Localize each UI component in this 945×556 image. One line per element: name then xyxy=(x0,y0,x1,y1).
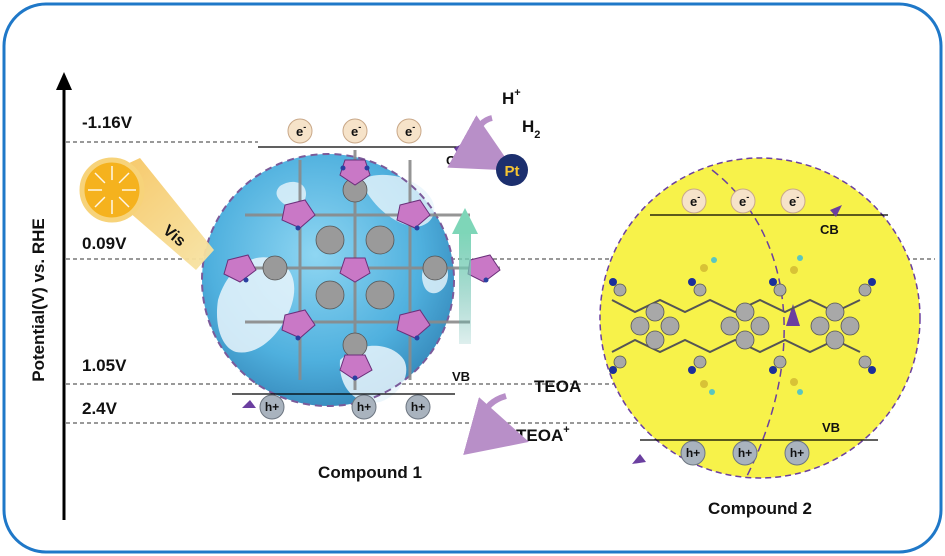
excitation-arrow xyxy=(452,208,478,344)
compound2-hole-3: h+ xyxy=(790,446,804,460)
compound1-hole-3: h+ xyxy=(411,400,425,414)
mof-structure xyxy=(223,150,501,390)
level-label-cb2: 0.09V xyxy=(82,234,127,253)
level-label-cb1: -1.16V xyxy=(82,113,133,132)
compound1-cb-label: CB xyxy=(446,153,465,168)
compound2-electron-2: e- xyxy=(739,192,749,209)
pt-cocatalyst xyxy=(496,154,528,186)
compound2-vb-label: VB xyxy=(822,420,840,435)
compound1-hole-2: h+ xyxy=(357,400,371,414)
level-label-vb2: 1.05V xyxy=(82,356,127,375)
compound2-arrowhead-bottom xyxy=(632,454,646,464)
h2-evolution-arrow xyxy=(447,115,515,171)
reactant-teoa: TEOA xyxy=(534,377,581,396)
compound2-structure xyxy=(609,255,876,395)
compound1-electron-1: e- xyxy=(296,122,306,139)
compound1-electron-2: e- xyxy=(351,122,361,139)
axis-ylabel: Potential(V) vs. RHE xyxy=(29,218,48,381)
compound2-cb-label: CB xyxy=(820,222,839,237)
compound1-arrowhead-bottom xyxy=(242,400,256,408)
compound1-holes xyxy=(259,394,431,420)
compound2-hole-2: h+ xyxy=(738,446,752,460)
potential-axis xyxy=(56,72,72,520)
compound1-hole-1: h+ xyxy=(265,400,279,414)
compound2-electrons xyxy=(681,188,806,214)
compound2-hole-1: h+ xyxy=(686,446,700,460)
product-teoa-ox: TEOA+ xyxy=(516,424,570,445)
sun-icon xyxy=(79,157,145,223)
compound2-electron-1: e- xyxy=(690,192,700,209)
compound2-holes xyxy=(680,440,810,466)
compound1-electrons xyxy=(287,118,422,144)
pt-label: Pt xyxy=(505,163,520,180)
compound1-label: Compound 1 xyxy=(318,463,422,482)
reactant-h-plus: H+ xyxy=(502,87,521,108)
teoa-oxidation-arrow xyxy=(463,393,529,456)
compound1-vb-label: VB xyxy=(452,369,470,384)
level-label-vb1: 2.4V xyxy=(82,399,118,418)
product-h2: H2 xyxy=(522,117,540,141)
compound1-electron-3: e- xyxy=(405,122,415,139)
compound2-electron-3: e- xyxy=(789,192,799,209)
compound2-arrowhead-top xyxy=(830,205,842,217)
compound2-label: Compound 2 xyxy=(708,499,812,518)
